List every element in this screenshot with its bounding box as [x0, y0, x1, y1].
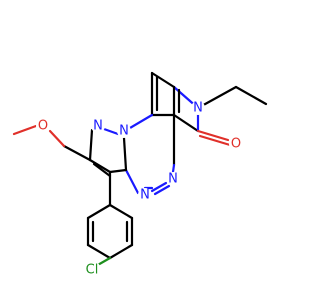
- atom-label-n-triazine-b: N: [140, 188, 150, 203]
- bond-tri-3: [171, 163, 176, 174]
- bond-ph-1: [86, 203, 112, 220]
- atom-n-pyrazole: N: [91, 119, 105, 134]
- bond-mm-1: [62, 144, 92, 162]
- bond-pz-4: [108, 168, 128, 174]
- atom-label-cl: Cl: [86, 263, 99, 278]
- bond-tri-1: [128, 113, 154, 130]
- bond-tri-6: [153, 184, 171, 196]
- bond-ph-4: [108, 243, 134, 260]
- bond-layer: [12, 71, 268, 268]
- atom-o-ether: O: [36, 119, 50, 134]
- bond-mm-2: [48, 129, 66, 148]
- atom-n-pyridinone: N: [191, 101, 205, 116]
- bond-tri-7: [124, 168, 140, 195]
- bond-pz-3: [88, 158, 112, 174]
- bond-pyr-5: [172, 113, 200, 133]
- atom-label-o-carbonyl: O: [231, 137, 241, 152]
- bond-pz-5: [92, 162, 112, 178]
- atom-n-pyrazole-bridge: N: [117, 124, 131, 139]
- atom-cl: Cl: [83, 261, 101, 279]
- molecule-diagram: N O N N N N O Cl: [12, 71, 268, 279]
- bond-pz-2: [88, 128, 94, 162]
- atom-label-n-pyridinone: N: [193, 101, 203, 116]
- atom-label-n-pyrazole: N: [93, 119, 103, 134]
- atom-label-n-pyrazole-bridge: N: [119, 124, 129, 139]
- atom-n-triazine-b: N: [138, 188, 152, 203]
- bond-pyr-7: [150, 71, 176, 89]
- atom-n-triazine-a: N: [166, 172, 180, 187]
- bond-pyr-2: [234, 85, 268, 106]
- atom-o-carbonyl: O: [229, 137, 243, 152]
- bond-ph-3: [86, 243, 112, 260]
- atom-label-o-ether: O: [38, 119, 48, 134]
- atom-label-n-triazine-a: N: [168, 172, 178, 187]
- bond-tri-8: [122, 136, 128, 172]
- atom-label-layer: N O N N N N O Cl: [36, 101, 243, 279]
- bond-co-2: [198, 134, 232, 147]
- bond-co-1: [196, 129, 230, 142]
- bond-tri-5: [150, 181, 168, 193]
- bond-pyr-1: [196, 85, 238, 110]
- bond-pz-1: [102, 127, 120, 136]
- bond-mm-3: [12, 124, 38, 136]
- bond-ph-6: [108, 203, 134, 220]
